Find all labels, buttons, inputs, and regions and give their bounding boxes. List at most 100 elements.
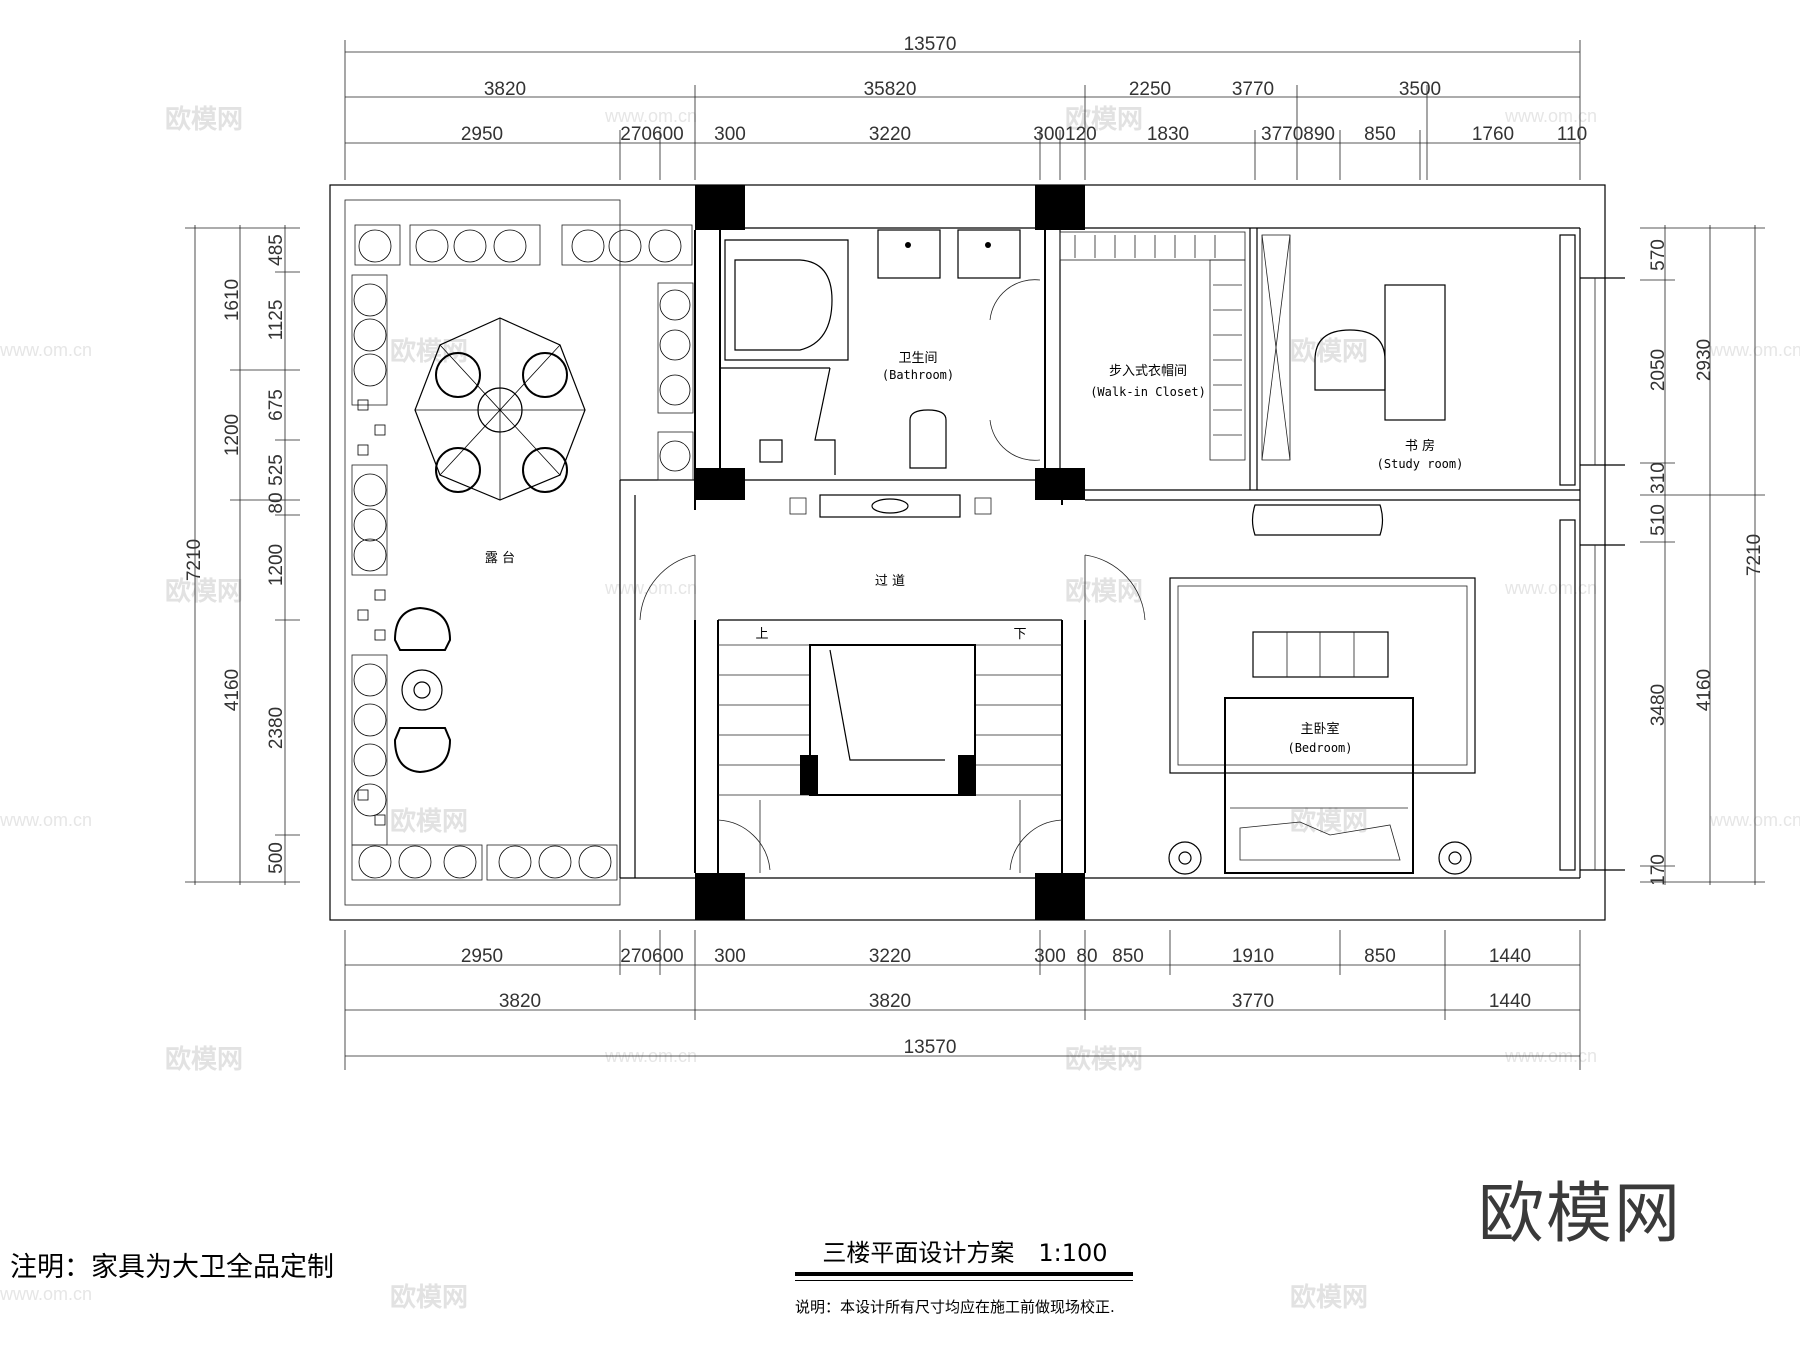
watermark: 欧模网	[390, 1282, 468, 1313]
room-label-bedroom: 主卧室	[1300, 721, 1339, 737]
dim-label: 310	[1648, 462, 1669, 494]
dim-label: 850	[1112, 946, 1144, 967]
dim-label: 170	[1648, 854, 1669, 886]
column	[695, 185, 745, 230]
dim-label: 3500	[1399, 79, 1441, 100]
dim-label: 300	[714, 946, 746, 967]
watermark-url: www.om.cn	[604, 578, 697, 598]
room-label-bathroom: 卫生间	[898, 351, 937, 366]
corridor-stairs	[718, 494, 1062, 873]
dim-label: 3220	[869, 124, 911, 145]
dim-right-outer: 7210	[1744, 534, 1765, 576]
dim-label: 850	[1364, 124, 1396, 145]
dimension-lines-top	[344, 40, 1581, 180]
dim-label: 1760	[1472, 124, 1514, 145]
column	[695, 873, 745, 920]
column	[1035, 185, 1085, 230]
dim-label: 1910	[1232, 946, 1274, 967]
title-underline	[795, 1272, 1133, 1276]
watermark-layer: 欧模网 www.om.cn 欧模网 www.om.cn 欧模网 www.om.c…	[0, 104, 1800, 1313]
dim-label: 35820	[864, 79, 917, 100]
room-label-terrace: 露 台	[485, 551, 515, 566]
stair-down-label: 下	[1013, 627, 1026, 642]
dim-label: 500	[266, 842, 287, 874]
dim-label: 1440	[1489, 991, 1531, 1012]
room-label-bathroom-en: (Bathroom)	[882, 368, 954, 382]
dim-label: 3820	[484, 79, 526, 100]
closet-fixtures	[1059, 231, 1246, 461]
dim-label: 4160	[222, 669, 243, 711]
dim-label: 570	[1648, 239, 1669, 271]
watermark-url: www.om.cn	[0, 810, 92, 830]
dim-label: 3220	[869, 946, 911, 967]
room-label-study-en: (Study room)	[1377, 457, 1464, 471]
dimension-lines-left	[185, 225, 300, 885]
room-label-closet-en: (Walk-in Closet)	[1090, 385, 1206, 399]
dim-label: 2250	[1129, 79, 1171, 100]
column	[1035, 468, 1085, 500]
dim-label: 3770	[1232, 991, 1274, 1012]
structural-columns	[695, 185, 1085, 920]
brand-logo: 欧模网	[1478, 1175, 1682, 1252]
dim-label: 1200	[222, 414, 243, 456]
watermark: 欧模网	[165, 1044, 243, 1075]
title-underline-thin	[795, 1280, 1133, 1281]
column	[695, 468, 745, 500]
dim-label: 80	[1076, 946, 1097, 967]
dim-label: 525	[266, 454, 287, 486]
watermark: 欧模网	[1065, 104, 1143, 135]
dim-total-top: 13570	[904, 34, 957, 55]
dimension-lines-bottom	[344, 930, 1581, 1070]
dim-label: 2050	[1648, 349, 1669, 391]
room-label-study: 书 房	[1405, 438, 1435, 454]
bathroom-fixtures	[724, 229, 1041, 469]
column	[1035, 873, 1085, 920]
watermark-url: www.om.cn	[1709, 340, 1800, 360]
dim-label: 3770890	[1261, 124, 1335, 145]
interior-walls	[694, 228, 1580, 873]
furniture-note: 注明：家具为大卫全品定制	[10, 1252, 334, 1283]
dim-label: 510	[1648, 504, 1669, 536]
room-label-corridor: 过 道	[875, 574, 905, 589]
dim-label: 3820	[499, 991, 541, 1012]
dim-label: 1125	[266, 300, 287, 341]
dim-right-outer: 2930	[1694, 339, 1715, 381]
dim-label: 3480	[1648, 684, 1669, 726]
watermark-url: www.om.cn	[1504, 578, 1597, 598]
dim-total-bottom: 13570	[904, 1037, 957, 1058]
watermark: 欧模网	[1065, 576, 1143, 607]
watermark: 欧模网	[1290, 336, 1368, 367]
dim-label: 110	[1557, 124, 1587, 145]
dim-label: 2950	[461, 124, 503, 145]
watermark: 欧模网	[1065, 1044, 1143, 1075]
room-label-closet: 步入式衣帽间	[1109, 363, 1187, 379]
watermark: 欧模网	[165, 104, 243, 135]
dim-left-outer: 7210	[184, 539, 205, 581]
dim-label: 3770	[1232, 79, 1274, 100]
dim-label: 675	[266, 389, 287, 421]
bedroom-fixtures	[1168, 504, 1576, 875]
watermark-url: www.om.cn	[1504, 106, 1597, 126]
dim-label: 270600	[620, 124, 683, 145]
dim-label: 2380	[266, 707, 287, 749]
dim-label: 270600	[620, 946, 683, 967]
dim-label: 1200	[266, 544, 287, 586]
watermark: 欧模网	[390, 806, 468, 837]
dim-label: 2950	[461, 946, 503, 967]
dim-label: 300	[714, 124, 746, 145]
watermark-url: www.om.cn	[1709, 810, 1800, 830]
dim-label: 300120	[1033, 124, 1096, 145]
plan-explanation: 说明：本设计所有尺寸均应在施工前做现场校正.	[795, 1298, 1115, 1316]
dim-label: 4160	[1694, 669, 1715, 711]
dim-label: 300	[1034, 946, 1066, 967]
dim-label: 80	[266, 492, 287, 513]
stair-up-label: 上	[755, 627, 768, 642]
dim-label: 485	[266, 234, 287, 266]
plan-title: 三楼平面设计方案 1:100	[822, 1239, 1108, 1267]
watermark: 欧模网	[1290, 1282, 1368, 1313]
watermark: 欧模网	[165, 576, 243, 607]
dim-label: 3820	[869, 991, 911, 1012]
dim-label: 1610	[222, 279, 243, 321]
terrace-furniture	[351, 224, 694, 881]
